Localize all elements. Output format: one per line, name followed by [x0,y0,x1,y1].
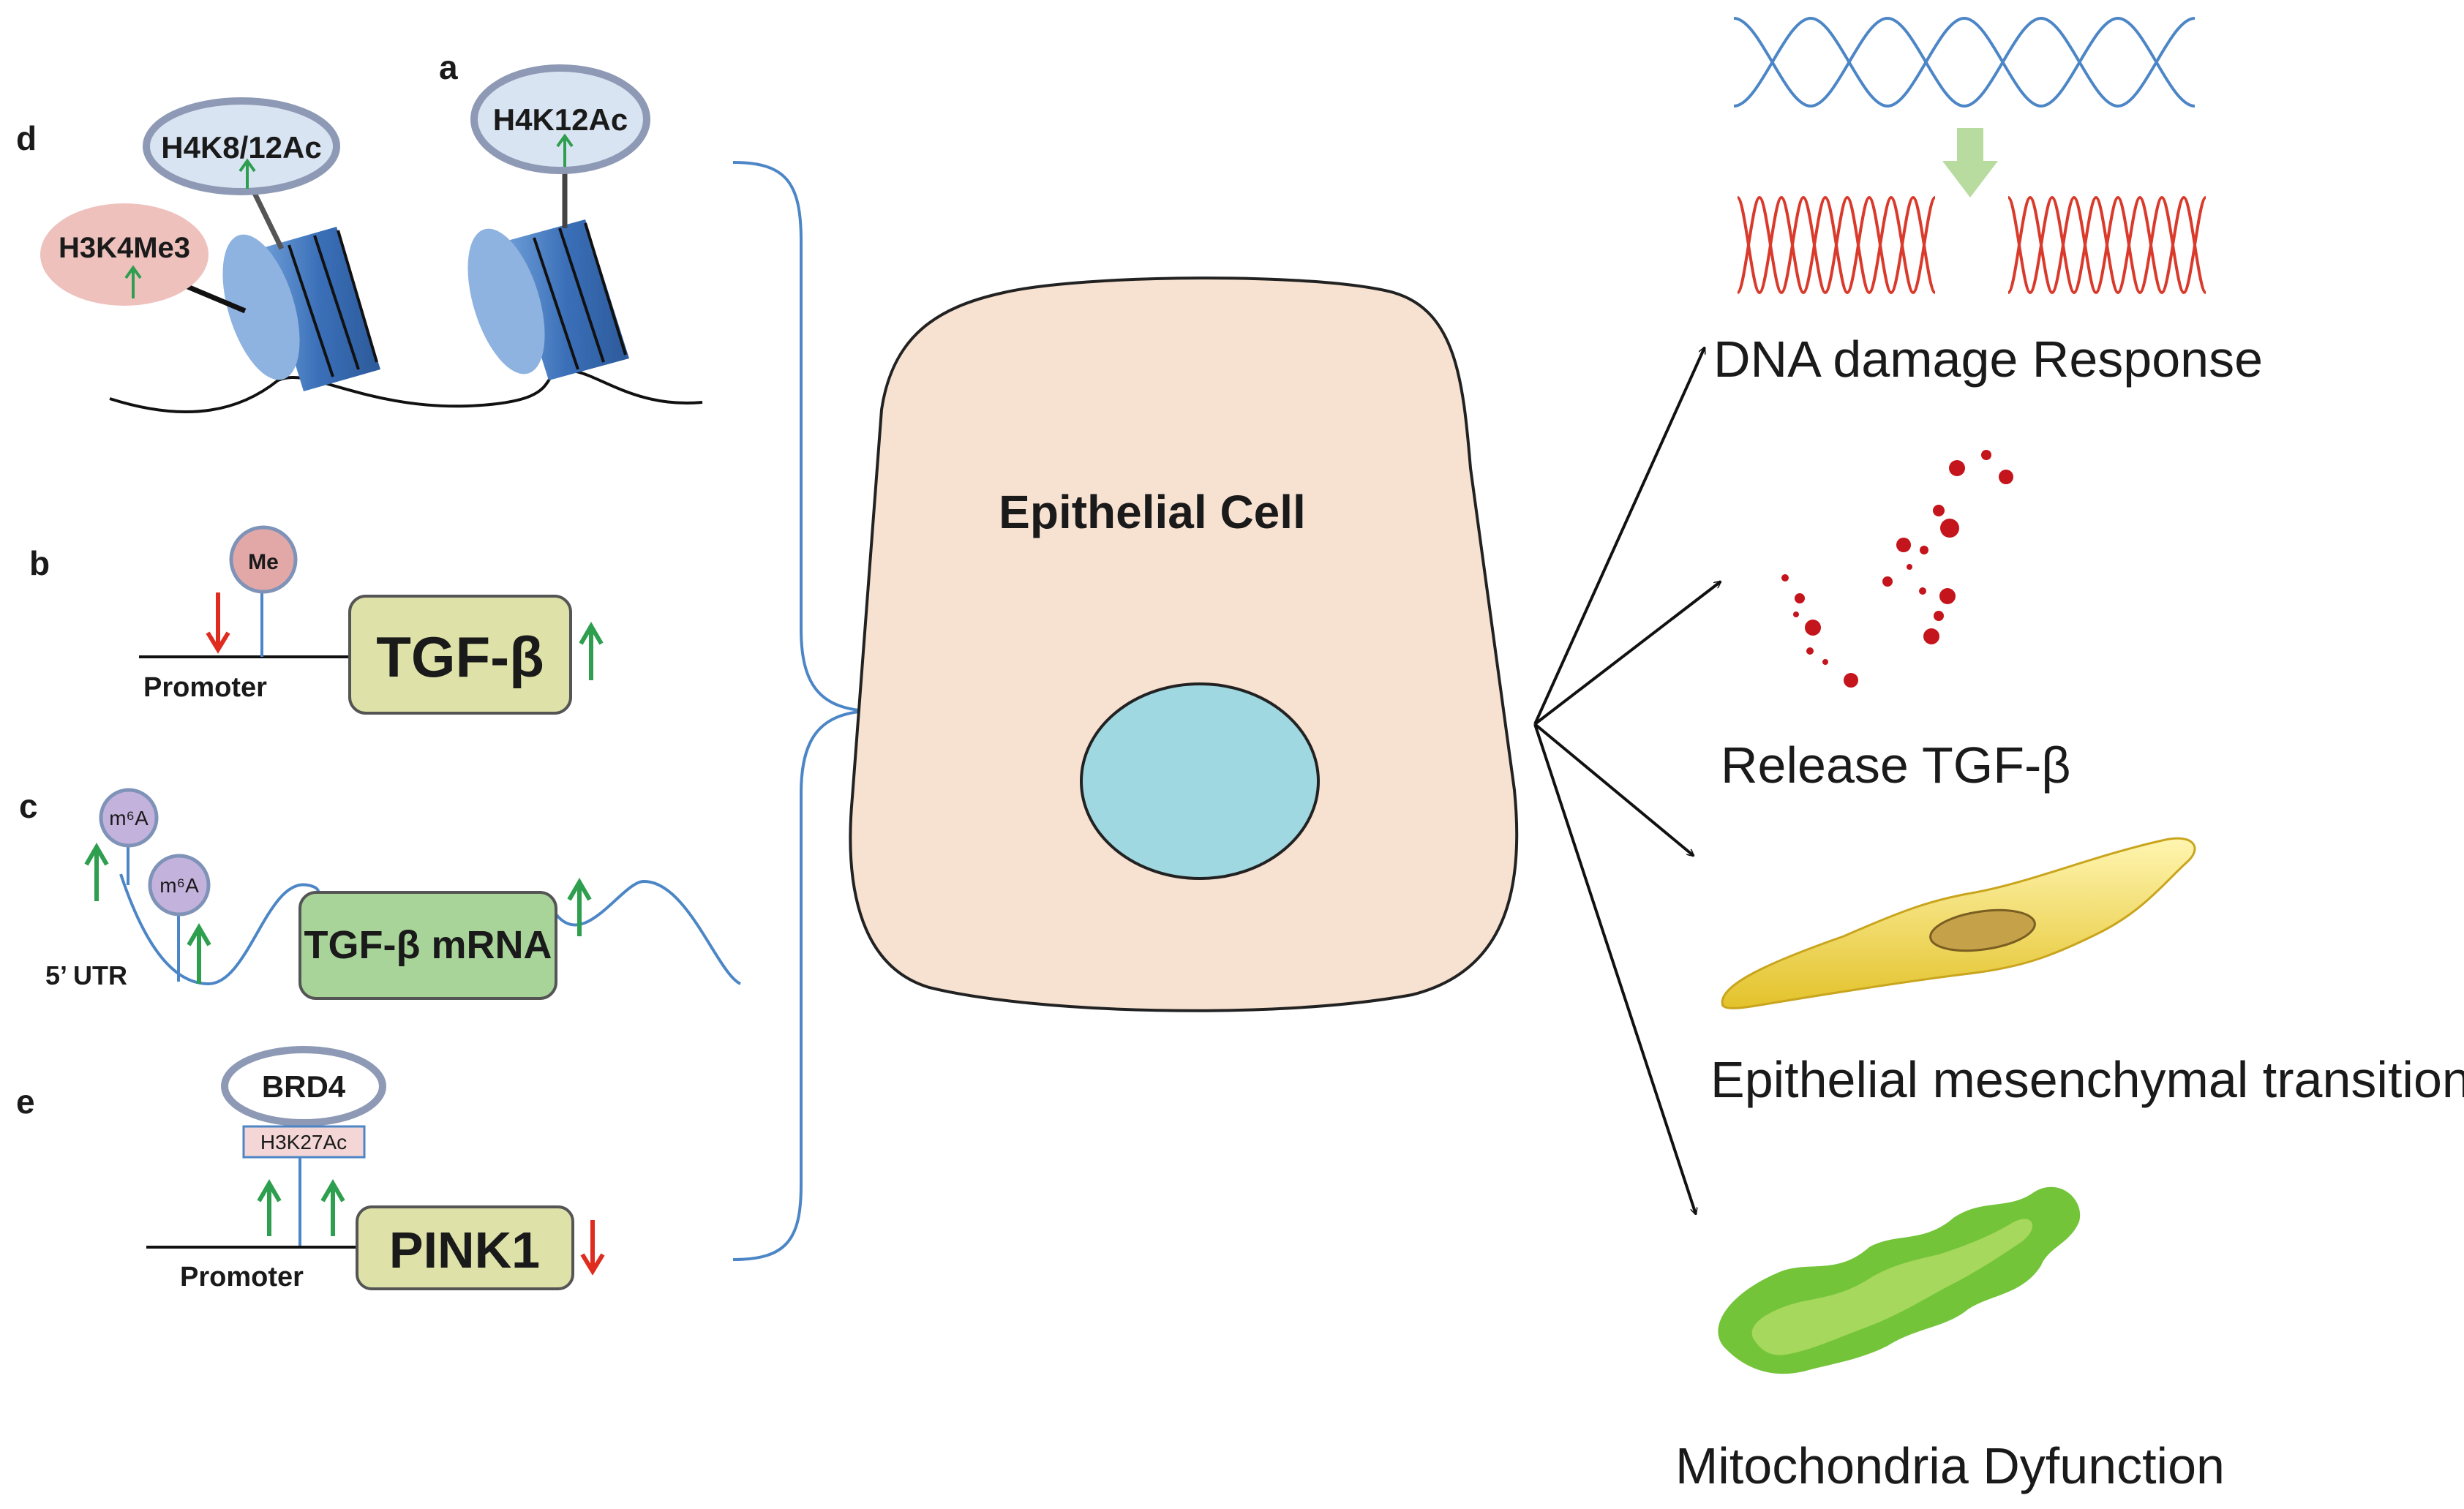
nucleus [1080,682,1320,880]
cell-body [849,276,1519,1012]
tgf-beta-gene-label: TGF-β [376,625,544,689]
h4k8-12ac-bubble: H4K8/12Ac [143,97,340,195]
tgf-beta-mrna-label: TGF-β mRNA [304,923,552,967]
pink1-gene-box [356,1205,574,1290]
arrow-to-emt [1533,723,1694,856]
h4k12ac-label: H4K12Ac [493,102,628,137]
h4k8-up-arrow [238,158,256,189]
panel-letter-e: e [16,1083,35,1121]
panel-c: c m⁶A m⁶A 5’ UTR TGF-β mRNA [19,787,742,1000]
h3k4me3-label: H3K4Me3 [59,232,190,264]
broken-dna-right [2007,195,2207,295]
h3k4me3-bubble: H3K4Me3 [40,203,209,306]
h4k12ac-up-arrow [556,133,574,167]
tgf-beta-up-arrow [579,622,604,680]
m6a-label-1: m⁶A [109,807,149,829]
m6a-up-arrow-2 [187,923,211,984]
emt-illustration [1721,837,2196,1009]
h4k12ac-bubble: H4K12Ac [470,64,650,174]
epithelial-cell: Epithelial Cell [849,276,1519,1012]
m6a-site-1: m⁶A [99,788,159,848]
h3k27ac-up-arrow-1 [257,1179,282,1236]
damage-down-arrow [1942,128,1998,197]
dna-strand [109,369,703,414]
emt-label: Epithelial mesenchymal transition [1710,1051,2464,1108]
utr-label: 5’ UTR [45,960,127,990]
promoter-label-e: Promoter [180,1262,304,1292]
nucleosome-2 [467,219,629,380]
m6a-site-2: m⁶A [148,854,211,917]
panel-a-d: d a H4K12Ac [16,48,703,414]
dna-helix-strand-2 [1733,16,2196,108]
tgf-beta-mrna-up-arrow [567,878,592,936]
cell-label: Epithelial Cell [999,486,1306,538]
dna-damage-label: DNA damage Response [1713,331,2263,388]
m6a-label-2: m⁶A [159,874,199,897]
tgf-release-label: Release TGF-β [1721,737,2071,794]
grouping-brace [732,161,868,1261]
pink1-down-arrow [580,1220,605,1276]
h4k8-12ac-label: H4K8/12Ac [161,130,321,165]
dna-damage-illustration: DNA damage Response [1713,16,2263,388]
panel-b: b Me Promoter TGF-β [29,525,604,715]
pink1-gene-label: PINK1 [389,1222,540,1279]
h3k4me3-up-arrow [124,265,142,298]
outcome-arrows [1533,347,1721,1214]
dna-helix-strand-1 [1733,16,2196,108]
tgf-beta-mrna-box [298,891,557,1000]
arrow-to-dna-damage [1533,347,1706,725]
arrow-to-tgf-release [1533,582,1721,726]
broken-dna-left [1736,195,1937,295]
panel-letter-b: b [29,544,50,582]
brd4-bubble: BRD4 [221,1046,386,1126]
mitochondria-illustration [1718,1186,2081,1374]
mitochondrion-inner [1751,1219,2033,1355]
nucleosome-1 [222,227,380,391]
methyl-group: Me [229,525,298,594]
mrna-strand [119,873,742,986]
methylation-down-arrow [206,592,230,654]
mito-label: Mitochondria Dyfunction [1675,1437,2225,1494]
m6a-up-arrow-1 [84,843,109,901]
tgf-release-illustration [1781,450,2013,688]
tail-h4k8 [249,187,285,250]
h3k27ac-box [242,1125,366,1159]
panel-e: e BRD4 H3K27Ac Promoter PINK1 [16,1046,605,1292]
brd4-label: BRD4 [262,1069,346,1104]
methyl-label: Me [248,550,279,574]
panel-letter-d: d [16,119,37,157]
arrow-to-mito [1533,723,1696,1214]
mesenchymal-nucleus [1929,908,2036,952]
h3k27ac-up-arrow-2 [320,1179,345,1236]
panel-letter-c: c [19,787,38,825]
h3k27ac-label: H3K27Ac [260,1131,347,1154]
tgf-beta-gene-box [348,595,572,715]
promoter-label-b: Promoter [143,672,267,703]
panel-letter-a: a [439,48,458,86]
